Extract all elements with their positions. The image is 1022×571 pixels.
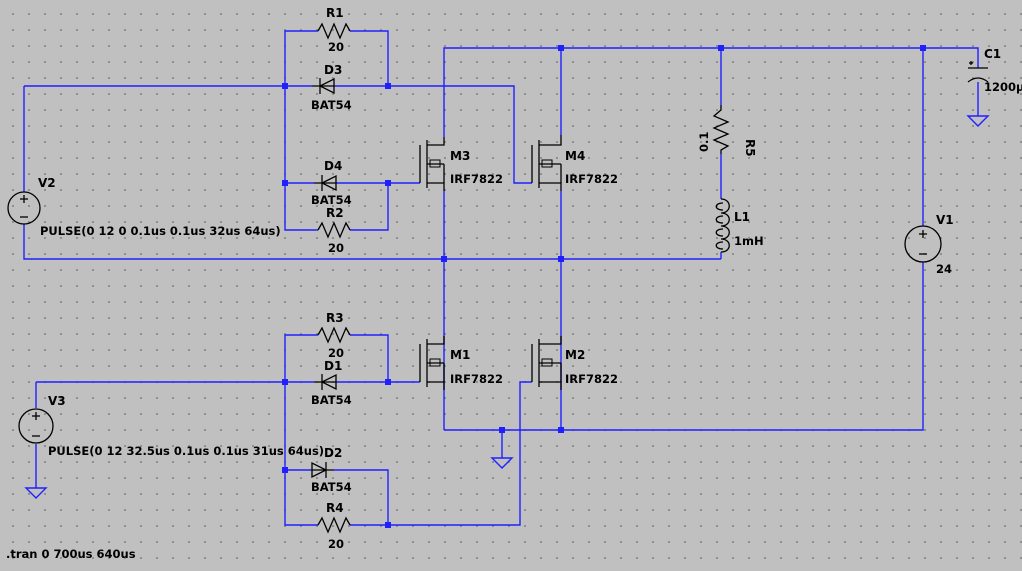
- l1-label: L1: [734, 210, 750, 224]
- ground-symbol-bridge: [490, 457, 514, 469]
- d1-value: BAT54: [311, 393, 352, 407]
- m4-label: M4: [565, 149, 585, 163]
- mosfet-m4[interactable]: M4 IRF7822: [531, 135, 618, 191]
- capacitor-c1[interactable]: C1 1200µ: [967, 47, 1022, 94]
- mosfet-m2[interactable]: M2 IRF7822: [531, 336, 618, 390]
- resistor-r2[interactable]: R2 20: [317, 206, 351, 255]
- m1-value: IRF7822: [450, 372, 503, 386]
- spice-directive[interactable]: .tran 0 700us 640us: [6, 547, 136, 561]
- m3-label: M3: [450, 149, 470, 163]
- v1-value: 24: [936, 262, 952, 276]
- d3-value: BAT54: [311, 98, 352, 112]
- r3-value: 20: [328, 346, 344, 360]
- r2-label: R2: [326, 206, 344, 220]
- d4-value: BAT54: [311, 193, 352, 207]
- ground-symbol-c1: [966, 115, 990, 127]
- voltage-source-v2[interactable]: V2 PULSE(0 12 0 0.1us 0.1us 32us 64us): [7, 176, 281, 238]
- resistor-r4[interactable]: R4 20: [317, 501, 351, 551]
- v3-label: V3: [48, 394, 66, 408]
- r5-value: 0.1: [697, 132, 711, 152]
- m2-value: IRF7822: [565, 372, 618, 386]
- diode-d3[interactable]: D3 BAT54: [311, 63, 352, 112]
- d1-label: D1: [324, 359, 342, 373]
- voltage-source-v1[interactable]: V1 24: [904, 213, 954, 276]
- r3-label: R3: [326, 311, 344, 325]
- m2-label: M2: [565, 348, 585, 362]
- diode-d2[interactable]: D2 BAT54: [311, 446, 352, 494]
- mosfet-m3[interactable]: M3 IRF7822: [419, 137, 503, 191]
- wires: [23, 30, 979, 526]
- voltage-source-v3[interactable]: V3 PULSE(0 12 32.5us 0.1us 0.1us 31us 64…: [18, 394, 324, 458]
- v2-label: V2: [38, 176, 56, 190]
- d2-value: BAT54: [311, 480, 352, 494]
- r4-value: 20: [328, 537, 344, 551]
- r2-value: 20: [328, 241, 344, 255]
- ground-symbol-v3: [24, 487, 48, 499]
- r4-label: R4: [326, 501, 344, 515]
- diode-d4[interactable]: D4 BAT54: [311, 159, 352, 207]
- r1-label: R1: [326, 6, 344, 20]
- d4-label: D4: [324, 159, 342, 173]
- v2-value: PULSE(0 12 0 0.1us 0.1us 32us 64us): [40, 224, 281, 238]
- m1-label: M1: [450, 348, 470, 362]
- inductor-l1[interactable]: L1 1mH: [715, 198, 764, 253]
- resistor-r5[interactable]: R5 0.1: [697, 105, 757, 157]
- mosfet-m1[interactable]: M1 IRF7822: [419, 336, 503, 390]
- r5-label: R5: [743, 139, 757, 157]
- r1-value: 20: [328, 40, 344, 54]
- resistor-r1[interactable]: R1 20: [317, 6, 351, 54]
- c1-label: C1: [984, 47, 1001, 61]
- d3-label: D3: [324, 63, 342, 77]
- c1-value: 1200µ: [984, 80, 1022, 94]
- m3-value: IRF7822: [450, 172, 503, 186]
- d2-label: D2: [324, 446, 342, 460]
- resistor-r3[interactable]: R3 20: [317, 311, 351, 360]
- v1-label: V1: [936, 213, 954, 227]
- m4-value: IRF7822: [565, 172, 618, 186]
- l1-value: 1mH: [734, 234, 764, 248]
- diode-d1[interactable]: D1 BAT54: [311, 359, 352, 407]
- junctions: [282, 45, 926, 528]
- v3-value: PULSE(0 12 32.5us 0.1us 0.1us 31us 64us): [48, 444, 324, 458]
